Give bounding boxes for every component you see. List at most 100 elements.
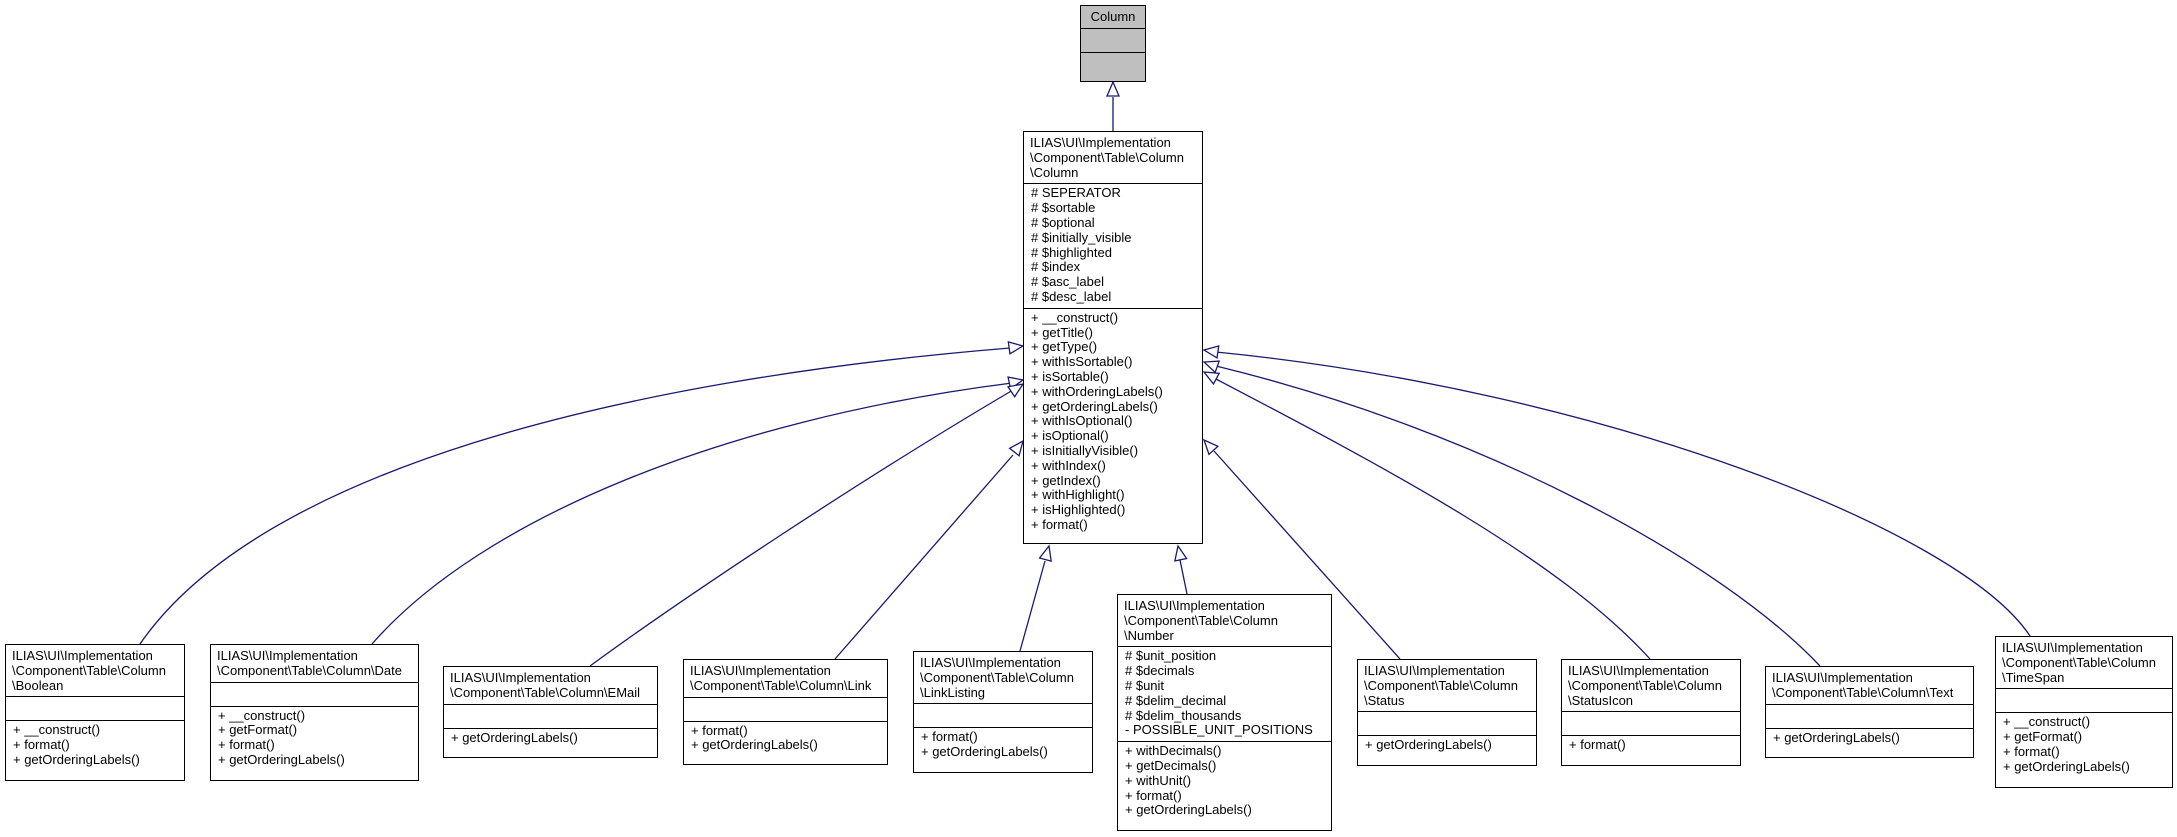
inheritance-arrowhead <box>1202 345 1220 359</box>
class-member: # $sortable <box>1031 200 1096 216</box>
class-title: ILIAS\UI\Implementation \Component\Table… <box>1568 663 1722 708</box>
attributes-section <box>1081 27 1145 52</box>
inheritance-arrowhead <box>1202 371 1221 386</box>
methods-section: + __construct()+ getFormat()+ format()+ … <box>211 705 418 771</box>
attributes-section <box>444 703 657 728</box>
methods-section: + __construct()+ getFormat()+ format()+ … <box>1996 712 2172 777</box>
class-box-boolean[interactable]: ILIAS\UI\Implementation \Component\Table… <box>5 644 185 781</box>
class-box-link[interactable]: ILIAS\UI\Implementation \Component\Table… <box>683 659 888 765</box>
class-title: ILIAS\UI\Implementation \Component\Table… <box>450 670 641 700</box>
class-title: ILIAS\UI\Implementation \Component\Table… <box>217 648 402 678</box>
edge-boolean <box>139 341 1025 645</box>
attributes-section <box>6 696 184 720</box>
class-member: # $delim_thousands <box>1125 707 1242 723</box>
edge-email <box>589 383 1025 667</box>
class-box-email[interactable]: ILIAS\UI\Implementation \Component\Table… <box>443 666 658 758</box>
class-title: ILIAS\UI\Implementation \Component\Table… <box>1364 663 1518 708</box>
class-box-number[interactable]: ILIAS\UI\Implementation \Component\Table… <box>1117 594 1332 831</box>
methods-section <box>1081 51 1145 76</box>
class-member: + format() <box>218 737 275 753</box>
class-member: + isInitiallyVisible() <box>1031 442 1139 458</box>
edge-linklisting <box>1019 544 1052 652</box>
edge-number <box>1174 544 1188 595</box>
class-member: + __construct() <box>218 707 306 723</box>
class-member: + getOrderingLabels() <box>1365 737 1492 753</box>
class-member: # $optional <box>1031 214 1095 230</box>
class-member: + getOrderingLabels() <box>13 751 140 767</box>
inheritance-arrowhead <box>1106 80 1120 97</box>
class-member: + getOrderingLabels() <box>1773 729 1900 745</box>
inheritance-arrowhead <box>1174 544 1188 562</box>
class-member: + format() <box>921 729 978 745</box>
class-title: ILIAS\UI\Implementation \Component\Table… <box>1124 598 1278 643</box>
class-member: + withUnit() <box>1125 772 1192 788</box>
class-member: # $decimals <box>1125 663 1195 679</box>
inheritance-arrowhead <box>1007 341 1025 355</box>
attributes-section: # $unit_position# $decimals# $unit# $del… <box>1118 646 1331 741</box>
class-box-text[interactable]: ILIAS\UI\Implementation \Component\Table… <box>1765 666 1974 758</box>
class-member: + format() <box>13 737 70 753</box>
class-member: + isHighlighted() <box>1031 502 1126 518</box>
methods-section: + withDecimals()+ getDecimals()+ withUni… <box>1118 741 1331 821</box>
class-member: + withDecimals() <box>1125 743 1222 759</box>
edge-date <box>371 376 1025 645</box>
class-member: + format() <box>1031 516 1088 532</box>
class-title: ILIAS\UI\Implementation \Component\Table… <box>2002 640 2156 685</box>
methods-section: + __construct()+ format()+ getOrderingLa… <box>6 720 184 770</box>
class-member: + getIndex() <box>1031 472 1101 488</box>
class-member: + getOrderingLabels() <box>691 737 818 753</box>
class-member: + getOrderingLabels() <box>451 729 578 745</box>
class-box-timespan[interactable]: ILIAS\UI\Implementation \Component\Table… <box>1995 636 2173 788</box>
class-member: # SEPERATOR <box>1031 185 1121 201</box>
class-title: ILIAS\UI\Implementation \Component\Table… <box>1030 135 1184 180</box>
methods-section: + format()+ getOrderingLabels() <box>914 727 1092 763</box>
class-box-statusicon[interactable]: ILIAS\UI\Implementation \Component\Table… <box>1561 659 1741 766</box>
class-member: + getFormat() <box>218 722 298 738</box>
class-member: # $unit_position <box>1125 648 1217 664</box>
edge-text <box>1202 360 1821 667</box>
class-member: + getOrderingLabels() <box>2003 758 2130 774</box>
class-member: + withOrderingLabels() <box>1031 383 1163 399</box>
class-title: ILIAS\UI\Implementation \Component\Table… <box>920 655 1074 700</box>
class-member: + withIsOptional() <box>1031 413 1133 429</box>
class-member: + getOrderingLabels() <box>921 744 1048 760</box>
class-box-column-base[interactable]: Column <box>1080 5 1146 82</box>
class-box-status[interactable]: ILIAS\UI\Implementation \Component\Table… <box>1357 659 1537 766</box>
attributes-section <box>1358 711 1536 735</box>
class-title: ILIAS\UI\Implementation \Component\Table… <box>12 648 166 693</box>
attributes-section <box>1766 703 1973 728</box>
class-member: + getType() <box>1031 339 1098 355</box>
class-member: + format() <box>1569 737 1626 753</box>
attributes-section <box>1996 688 2172 712</box>
methods-section: + __construct()+ getTitle()+ getType()+ … <box>1024 307 1202 536</box>
attributes-section <box>211 681 418 706</box>
inheritance-arrowhead <box>1038 544 1052 562</box>
class-member: + getOrderingLabels() <box>1031 398 1158 414</box>
class-member: + __construct() <box>1031 309 1119 325</box>
class-member: + withIndex() <box>1031 457 1106 473</box>
class-box-date[interactable]: ILIAS\UI\Implementation \Component\Table… <box>210 644 419 781</box>
methods-section: + getOrderingLabels() <box>1358 735 1536 756</box>
methods-section: + getOrderingLabels() <box>444 727 657 749</box>
class-member: # $highlighted <box>1031 244 1112 260</box>
inheritance-arrowhead <box>1006 383 1025 398</box>
class-member: + withHighlight() <box>1031 487 1125 503</box>
class-member: + format() <box>691 722 748 738</box>
edge-link <box>834 439 1025 660</box>
inheritance-arrowhead <box>1008 439 1025 457</box>
edge-column-to-base <box>1106 80 1120 131</box>
attributes-section <box>684 696 887 721</box>
class-member: # $index <box>1031 259 1081 275</box>
class-title: Column <box>1090 9 1136 24</box>
class-member: # $asc_label <box>1031 274 1104 290</box>
class-member: + withIsSortable() <box>1031 354 1133 370</box>
inheritance-arrowhead <box>1202 438 1220 456</box>
class-member: + getFormat() <box>2003 729 2083 745</box>
class-member: + isSortable() <box>1031 368 1109 384</box>
class-member: # $desc_label <box>1031 288 1112 304</box>
class-box-column[interactable]: ILIAS\UI\Implementation \Component\Table… <box>1023 131 1203 544</box>
edge-timespan <box>1202 345 2031 637</box>
class-box-linklisting[interactable]: ILIAS\UI\Implementation \Component\Table… <box>913 651 1093 773</box>
attributes-section <box>914 703 1092 727</box>
attributes-section <box>1562 711 1740 735</box>
